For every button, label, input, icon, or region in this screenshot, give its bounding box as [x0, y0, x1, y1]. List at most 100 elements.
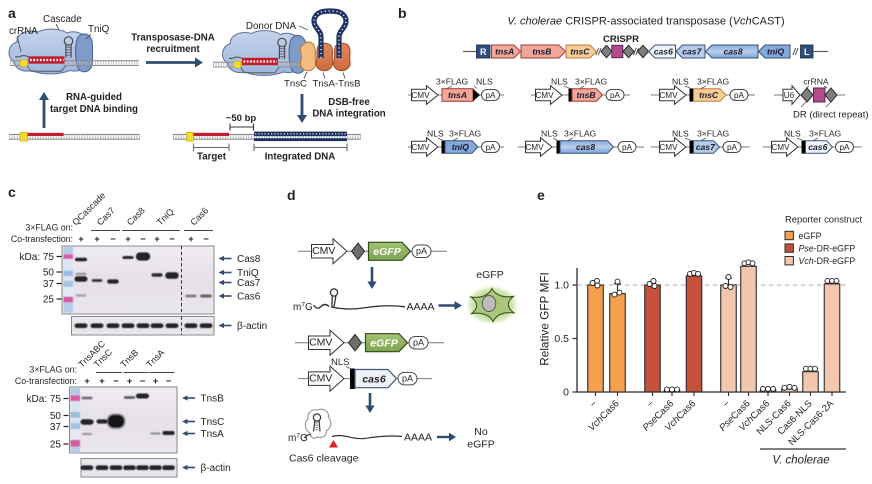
svg-text:3×FLAG: 3×FLAG: [809, 129, 842, 139]
svg-text:DSB-free: DSB-free: [328, 97, 370, 108]
svg-text:Cas6: Cas6: [237, 291, 261, 302]
svg-text:pA: pA: [622, 143, 633, 152]
svg-text:Cas6 cleavage: Cas6 cleavage: [289, 453, 359, 465]
svg-text:β-actin: β-actin: [201, 463, 231, 474]
svg-text:tnsB: tnsB: [576, 90, 595, 100]
svg-text:crRNA: crRNA: [803, 77, 829, 87]
svg-text:TnsA: TnsA: [201, 429, 225, 440]
svg-text:tnsC: tnsC: [570, 47, 590, 57]
svg-text:V. cholerae CRISPR-associated: V. cholerae CRISPR-associated transposas…: [507, 16, 784, 28]
svg-text:c: c: [8, 184, 16, 200]
svg-text:R: R: [480, 47, 487, 57]
svg-text:DR (direct repeat): DR (direct repeat): [793, 110, 869, 121]
svg-text:b: b: [398, 5, 407, 21]
svg-text:3×FLAG on:: 3×FLAG on:: [25, 223, 73, 233]
svg-text:RNA-guided: RNA-guided: [66, 92, 122, 103]
svg-text:pA: pA: [727, 143, 738, 152]
svg-text:NLS: NLS: [784, 129, 801, 139]
svg-text:37: 37: [43, 279, 55, 290]
svg-text:cas7: cas7: [682, 47, 702, 57]
svg-text:+: +: [154, 234, 160, 245]
svg-text:cas6: cas6: [654, 47, 673, 57]
svg-text:~50 bp: ~50 bp: [226, 113, 257, 124]
svg-text:cas8: cas8: [576, 142, 595, 152]
svg-text:TnsC: TnsC: [201, 417, 225, 428]
svg-text:Transposase-DNA: Transposase-DNA: [131, 33, 214, 44]
svg-text:kDa: 75: kDa: 75: [20, 252, 55, 263]
svg-text:target DNA binding: target DNA binding: [50, 104, 138, 115]
svg-text:3×FLAG: 3×FLAG: [564, 129, 597, 139]
svg-text:AAAA: AAAA: [404, 432, 432, 444]
svg-text:d: d: [287, 187, 296, 203]
svg-text:TnsB: TnsB: [201, 393, 225, 404]
svg-text:eGFP: eGFP: [476, 269, 503, 281]
svg-text:+: +: [127, 376, 133, 387]
svg-text:Cas8: Cas8: [237, 254, 261, 265]
svg-text:pA: pA: [839, 143, 850, 152]
svg-text:tnsA: tnsA: [495, 47, 514, 57]
svg-text:Reporter construct: Reporter construct: [785, 214, 863, 225]
svg-text:25: 25: [43, 295, 55, 306]
svg-text:TniQ: TniQ: [88, 24, 110, 35]
svg-text:0: 0: [563, 387, 569, 399]
svg-text:TnsA-TnsB: TnsA-TnsB: [313, 79, 361, 90]
svg-text:CMV: CMV: [309, 373, 332, 385]
svg-text:+: +: [125, 234, 131, 245]
svg-text:50: 50: [50, 411, 62, 422]
svg-text:Cascade: Cascade: [43, 14, 82, 25]
svg-text:tniQ: tniQ: [767, 47, 784, 57]
svg-text:+: +: [99, 376, 105, 387]
svg-text:cas6: cas6: [362, 373, 386, 385]
svg-text:−: −: [166, 376, 172, 387]
svg-text:Vch-DR-eGFP: Vch-DR-eGFP: [799, 256, 856, 266]
svg-text:NLS: NLS: [672, 77, 689, 87]
svg-text:U6: U6: [784, 91, 795, 100]
svg-text:−: −: [140, 234, 146, 245]
svg-text:AAAA: AAAA: [407, 301, 435, 313]
svg-text:Co-transfection:: Co-transfection:: [11, 234, 73, 244]
svg-text:CMV: CMV: [659, 91, 678, 100]
svg-text:25: 25: [50, 440, 62, 451]
svg-text:NLS: NLS: [476, 77, 493, 87]
svg-text:−: −: [113, 376, 119, 387]
svg-text:+: +: [94, 234, 100, 245]
svg-text:+: +: [84, 376, 90, 387]
svg-text:−: −: [203, 234, 209, 245]
svg-text:+: +: [188, 234, 194, 245]
svg-text:recruitment: recruitment: [146, 44, 200, 55]
svg-text:3×FLAG on:: 3×FLAG on:: [29, 365, 77, 375]
svg-text:CMV: CMV: [659, 143, 678, 152]
svg-text:NLS: NLS: [672, 129, 689, 139]
svg-text:e: e: [537, 187, 545, 203]
svg-text:L: L: [804, 47, 810, 57]
svg-text:β-actin: β-actin: [237, 321, 267, 332]
svg-text:CRISPR: CRISPR: [603, 34, 639, 45]
svg-text:pA: pA: [485, 91, 496, 100]
svg-text:pA: pA: [416, 246, 427, 256]
svg-text:NLS: NLS: [331, 357, 349, 368]
svg-text:3×FLAG: 3×FLAG: [436, 77, 469, 87]
svg-text:Cas7: Cas7: [237, 278, 261, 289]
svg-text:+: +: [153, 376, 159, 387]
svg-text:3×FLAG: 3×FLAG: [697, 77, 730, 87]
svg-text:eGFP: eGFP: [467, 439, 494, 451]
svg-text:Donor DNA: Donor DNA: [246, 21, 297, 32]
svg-text:CMV: CMV: [312, 245, 335, 257]
svg-text:pA: pA: [734, 91, 745, 100]
svg-text:CMV: CMV: [525, 143, 544, 152]
svg-text:NLS: NLS: [541, 129, 558, 139]
svg-text:pA: pA: [413, 338, 424, 348]
svg-text:+: +: [78, 234, 84, 245]
svg-text:1.0: 1.0: [554, 280, 569, 292]
svg-text:−: −: [110, 234, 116, 245]
svg-text:0.5: 0.5: [554, 333, 569, 345]
svg-text:tnsB: tnsB: [532, 47, 551, 57]
svg-text:3×FLAG: 3×FLAG: [449, 129, 482, 139]
svg-text:−: −: [169, 234, 175, 245]
svg-text:CMV: CMV: [771, 143, 790, 152]
svg-text:3×FLAG: 3×FLAG: [575, 77, 608, 87]
svg-text:pA: pA: [402, 374, 413, 384]
svg-text:37: 37: [50, 422, 62, 433]
svg-text:crRNA: crRNA: [9, 26, 38, 37]
svg-text:tnsA: tnsA: [448, 90, 467, 100]
